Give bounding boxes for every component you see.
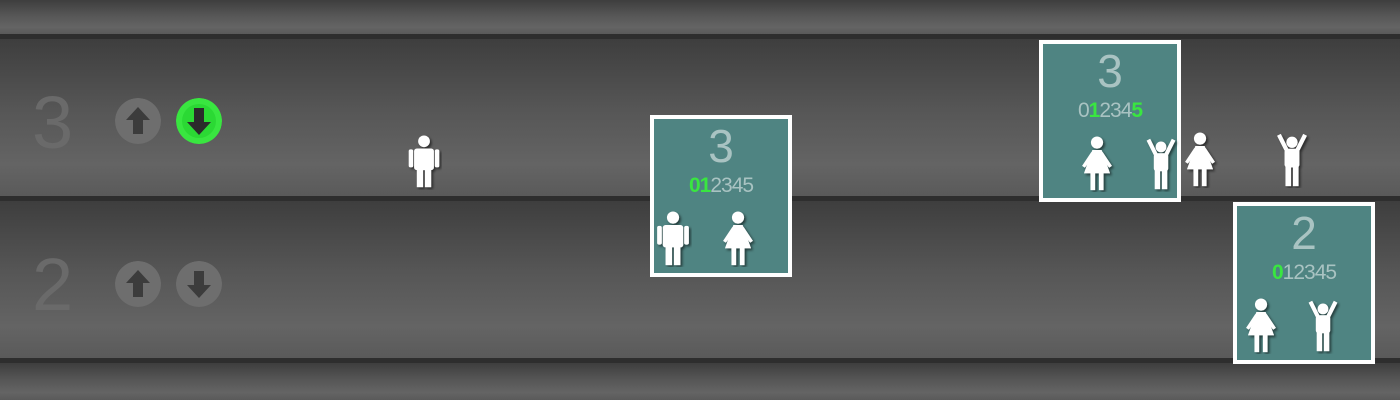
woman-icon[interactable] <box>1180 132 1220 188</box>
elevator-2-destination-digits: 012345 <box>1043 100 1177 122</box>
elevator-1-floor-display: 3 <box>708 120 734 172</box>
child-icon <box>1305 298 1341 354</box>
floor-2-up-button[interactable] <box>115 261 161 307</box>
elevator-car-2[interactable]: 3 012345 <box>1039 40 1181 202</box>
top-band <box>0 0 1400 34</box>
digit-4[interactable]: 4 <box>731 174 744 197</box>
floor-3-number: 3 <box>32 81 74 164</box>
man-icon <box>654 211 692 267</box>
digit-5[interactable]: 5 <box>1325 261 1337 284</box>
digit-4[interactable]: 4 <box>1314 261 1327 284</box>
elevator-1-destination-digits: 012345 <box>654 175 788 197</box>
digit-5[interactable]: 5 <box>742 174 754 197</box>
elevator-3-floor-display: 2 <box>1291 207 1317 259</box>
floor-3-up-button[interactable] <box>115 98 161 144</box>
digit-3[interactable]: 3 <box>1110 99 1122 122</box>
digit-4[interactable]: 4 <box>1120 99 1133 122</box>
elevator-3-destination-digits: 012345 <box>1237 262 1371 284</box>
digit-2[interactable]: 2 <box>1293 261 1305 284</box>
woman-icon <box>718 211 758 267</box>
man-icon[interactable] <box>406 134 442 190</box>
digit-0[interactable]: 0 <box>1271 261 1284 284</box>
elevator-car-3[interactable]: 2 012345 <box>1233 202 1375 364</box>
child-icon[interactable] <box>1273 132 1311 188</box>
elevator-2-floor-display: 3 <box>1097 45 1123 97</box>
child-icon <box>1143 136 1179 192</box>
bottom-band <box>0 363 1400 400</box>
floor-2-number: 2 <box>32 243 74 326</box>
digit-3[interactable]: 3 <box>721 174 733 197</box>
woman-icon <box>1241 298 1281 354</box>
floor-separator <box>0 34 1400 39</box>
digit-3[interactable]: 3 <box>1304 261 1316 284</box>
digit-1[interactable]: 1 <box>1282 261 1295 284</box>
woman-icon <box>1077 136 1117 192</box>
floor-separator <box>0 358 1400 363</box>
digit-2[interactable]: 2 <box>1099 99 1111 122</box>
elevator-car-1[interactable]: 3 012345 <box>650 115 792 277</box>
digit-0[interactable]: 0 <box>1077 99 1090 122</box>
digit-1[interactable]: 1 <box>699 174 712 197</box>
digit-2[interactable]: 2 <box>710 174 722 197</box>
digit-5[interactable]: 5 <box>1131 99 1143 122</box>
digit-1[interactable]: 1 <box>1088 99 1101 122</box>
digit-0[interactable]: 0 <box>688 174 701 197</box>
floor-3-down-button[interactable] <box>176 98 222 144</box>
floor-2-down-button[interactable] <box>176 261 222 307</box>
